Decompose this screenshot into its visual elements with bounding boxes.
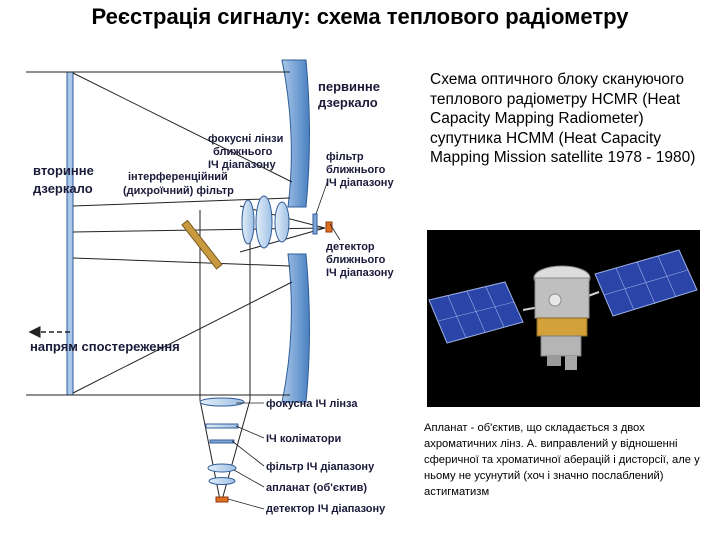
dichroic-filter-label: інтерференційний (дихроїчний) фільтр [123,171,234,197]
primary-mirror-upper [281,59,310,208]
secondary-mirror-label: вторинне дзеркало [33,163,97,196]
aplanat-note: Апланат - об'єктив, що складається з дво… [424,422,700,498]
nir-detector [325,221,333,233]
label-leaders [227,179,341,510]
primary-mirror-lower [281,253,310,403]
ir-optical-chain [199,397,245,485]
primary-mirror-label: первинне дзеркало [318,79,384,110]
dichroic-filter [181,219,223,270]
description-text: Схема оптичного блоку скануючого теплово… [430,71,696,167]
nir-filter [312,213,318,235]
nir-focus-lenses [241,195,290,249]
page-title: Реєстрація сигналу: схема теплового раді… [91,4,629,29]
view-direction-label: напрям спостереження [30,339,180,354]
ir-detector [215,496,229,503]
satellite-image [427,230,700,407]
ir-collimators-label: ІЧ коліматори [266,433,341,445]
aplanat-label: апланат (об'єктив) [266,482,367,494]
satellite-illustration [428,249,698,370]
satellite-bus [534,277,590,319]
focus-lenses-label: фокусні лінзи ближнього ІЧ діапазону [208,133,286,171]
ir-detector-label: детектор ІЧ діапазону [266,503,386,515]
nir-filter-label: фільтр ближнього ІЧ діапазону [326,151,394,189]
nir-detector-label: детектор ближнього ІЧ діапазону [326,241,394,279]
ir-focus-lens-label: фокусна ІЧ лінза [266,398,358,410]
solar-panel-left [428,281,524,344]
ir-filter-label: фільтр ІЧ діапазону [266,461,375,473]
